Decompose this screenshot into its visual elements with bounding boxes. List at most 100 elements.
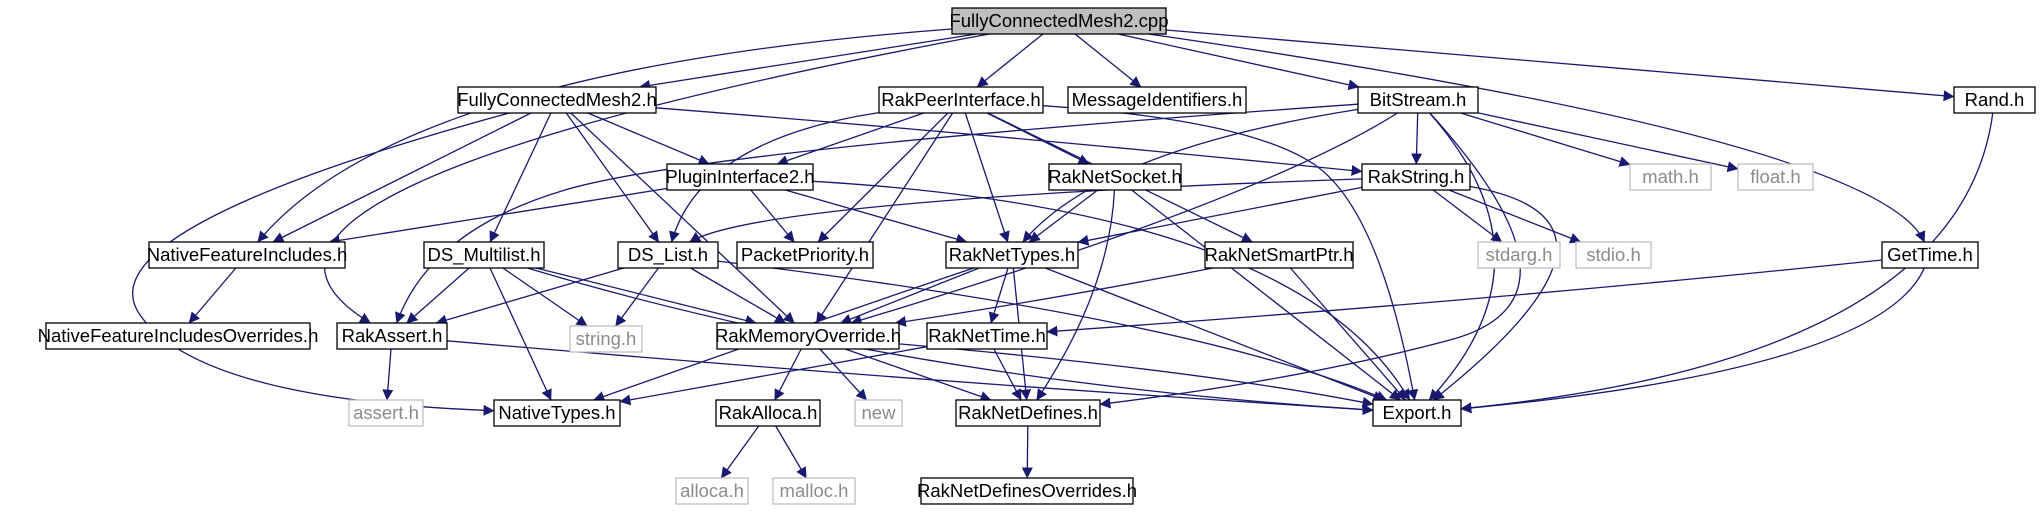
edge-ds-multilist-h-to-rakmemoryoverride-h [535,267,757,326]
edge-rakassert-h-to-assert-h [382,348,394,401]
edge-plugininterface2-h-to-raknettypes-h [785,189,968,245]
node-label: malloc.h [780,480,849,501]
edge-raknettime-h-to-nativetypes-h [619,346,928,406]
edge-rakalloca-h-to-malloc-h [775,425,807,479]
node-fullyconnectedmesh2-cpp[interactable]: FullyConnectedMesh2.cpp [949,7,1169,35]
node-nativefeatureincludesoverrides-h[interactable]: NativeFeatureIncludesOverrides.h [38,322,319,350]
node-box [955,399,1101,427]
edge-bitstream-h-to-raknettypes-h [1022,108,1359,243]
node-rand-h[interactable]: Rand.h [1953,86,2036,114]
edge-bitstream-h-to-raknetdefines-h [1099,112,1521,409]
node-assert-h: assert.h [348,399,424,427]
node-ds-multilist-h[interactable]: DS_Multilist.h [423,241,545,269]
edge-ds-list-h-to-rakassert-h [435,267,624,326]
node-label: RakString.h [1368,166,1465,187]
edge-plugininterface2-h-to-export-h [812,180,1411,401]
node-box [772,477,856,505]
node-label: DS_List.h [628,244,708,266]
edge-raknetsocket-h-to-export-h [1131,189,1401,401]
node-label: stdio.h [1586,244,1641,265]
edge-ds-multilist-h-to-nativetypes-h [489,267,552,401]
node-rakstring-h[interactable]: RakString.h [1361,163,1471,191]
node-label: math.h [1642,166,1699,187]
edge-raknettime-h-to-raknetdefines-h [993,348,1022,401]
node-label: GetTime.h [1887,244,1973,265]
node-label: RakAlloca.h [719,402,818,423]
node-box [878,86,1044,114]
edge-bitstream-h-to-rakmemoryoverride-h [850,112,1398,326]
node-rakmemoryoverride-h[interactable]: RakMemoryOverride.h [715,322,901,350]
node-stdarg-h: stdarg.h [1477,241,1561,269]
edge-rakstring-h-to-stdarg-h [1432,189,1503,243]
node-label: PluginInterface2.h [665,166,814,187]
node-nativetypes-h[interactable]: NativeTypes.h [493,399,621,427]
node-raknetsmartptr-h[interactable]: RakNetSmartPtr.h [1204,241,1354,269]
edge-raknettypes-h-to-raknettime-h [988,267,1009,324]
node-gettime-h[interactable]: GetTime.h [1881,241,1979,269]
node-box [1477,241,1561,269]
node-raknetsocket-h[interactable]: RakNetSocket.h [1048,163,1182,191]
edge-rand-h-to-export-h [1460,112,1994,414]
node-malloc-h: malloc.h [772,477,856,505]
node-label: NativeFeatureIncludes.h [147,244,348,265]
node-label: stdarg.h [1486,244,1553,265]
node-bitstream-h[interactable]: BitStream.h [1357,86,1479,114]
edge-fullyconnectedmesh2-cpp-to-bitstream-h [1117,33,1360,91]
node-box [148,241,346,269]
node-box [348,399,424,427]
node-float-h: float.h [1737,163,1814,191]
edge-nativefeatureincludes-h-to-nativefeatureincludesoverrides-h [188,267,237,324]
edge-fullyconnectedmesh2-cpp-to-rakpeerinterface-h [976,33,1044,88]
node-fullyconnectedmesh2-h[interactable]: FullyConnectedMesh2.h [457,86,657,114]
node-stdio-h: stdio.h [1575,241,1652,269]
node-box [45,322,311,350]
node-label: FullyConnectedMesh2.h [457,89,657,110]
edge-gettime-h-to-export-h [1460,267,1925,414]
node-label: RakPeerInterface.h [881,89,1040,110]
node-packetpriority-h[interactable]: PacketPriority.h [736,241,874,269]
node-messageidentifiers-h[interactable]: MessageIdentifiers.h [1067,86,1247,114]
node-box [1048,163,1182,191]
edge-fullyconnectedmesh2-h-to-rakstring-h [655,107,1363,176]
node-box [926,322,1048,350]
node-label: float.h [1750,166,1800,187]
node-rakalloca-h[interactable]: RakAlloca.h [715,399,821,427]
node-box [1372,399,1462,427]
node-raknettime-h[interactable]: RakNetTime.h [926,322,1048,350]
node-box [675,477,749,505]
node-raknetdefines-h[interactable]: RakNetDefines.h [955,399,1101,427]
node-box [1204,241,1354,269]
edge-ds-list-h-to-string-h [615,267,659,327]
node-label: alloca.h [680,480,744,501]
node-label: RakNetDefines.h [958,402,1098,423]
node-box [423,241,545,269]
edge-rakalloca-h-to-alloca-h [720,425,760,479]
node-box [716,322,900,350]
node-raknettypes-h[interactable]: RakNetTypes.h [945,241,1079,269]
node-plugininterface2-h[interactable]: PluginInterface2.h [665,163,815,191]
node-label: RakNetDefinesOverrides.h [917,480,1137,501]
edge-fullyconnectedmesh2-cpp-to-messageidentifiers-h [1074,33,1142,88]
node-raknetdefinesoverrides-h[interactable]: RakNetDefinesOverrides.h [917,477,1137,505]
node-box [493,399,621,427]
node-label: Rand.h [1965,89,2025,110]
node-box [666,163,814,191]
node-box [945,241,1079,269]
node-ds-list-h[interactable]: DS_List.h [617,241,719,269]
node-label: assert.h [353,402,419,423]
node-export-h[interactable]: Export.h [1372,399,1462,427]
node-box [736,241,874,269]
node-nativefeatureincludes-h[interactable]: NativeFeatureIncludes.h [147,241,348,269]
edge-rakmemoryoverride-h-to-export-h [898,343,1374,408]
edge-raknetsocket-h-to-raknettypes-h [1028,189,1099,243]
edge-ds-multilist-h-to-export-h [527,267,1374,416]
edge-bitstream-h-to-float-h [1477,112,1739,173]
node-rakpeerinterface-h[interactable]: RakPeerInterface.h [878,86,1044,114]
node-label: RakNetTime.h [928,325,1046,346]
edge-rakmemoryoverride-h-to-rakalloca-h [774,348,802,401]
edge-ds-multilist-h-to-rakassert-h [406,267,470,324]
node-box [1881,241,1979,269]
edge-raknetsocket-h-to-raknetdefines-h [1036,189,1116,401]
node-rakassert-h[interactable]: RakAssert.h [336,322,448,350]
